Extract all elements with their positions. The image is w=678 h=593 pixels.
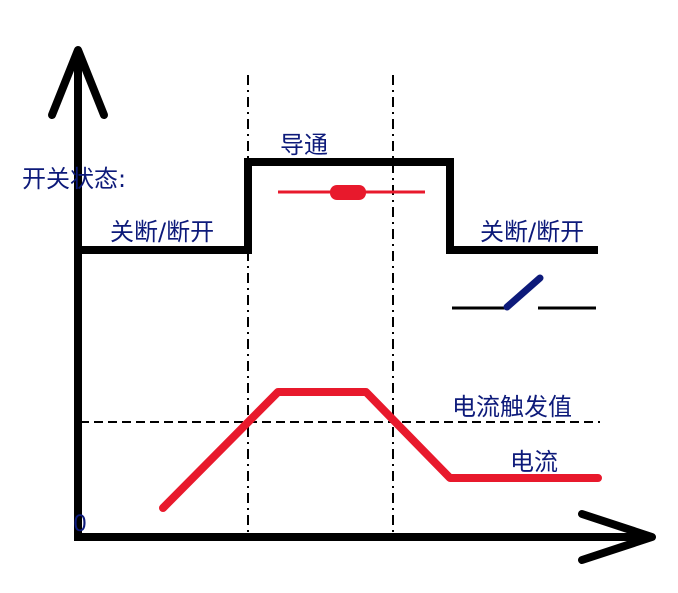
origin-label: 0 [73,512,87,537]
open-switch-icon [452,274,596,311]
on-state-label: 导通 [280,131,328,159]
x-axis-arrowhead [578,510,656,564]
y-axis-arrowhead [48,46,108,119]
trigger-value-label: 电流触发值 [452,393,572,421]
current-label: 电流 [510,448,558,476]
switch-state-waveform [80,158,598,254]
off-state-label-left: 关断/断开 [110,218,215,246]
current-waveform [159,388,602,512]
switch-state-label: 开关状态: [22,165,127,193]
off-state-label-right: 关断/断开 [480,218,585,246]
closed-reed-switch-icon [278,185,425,200]
